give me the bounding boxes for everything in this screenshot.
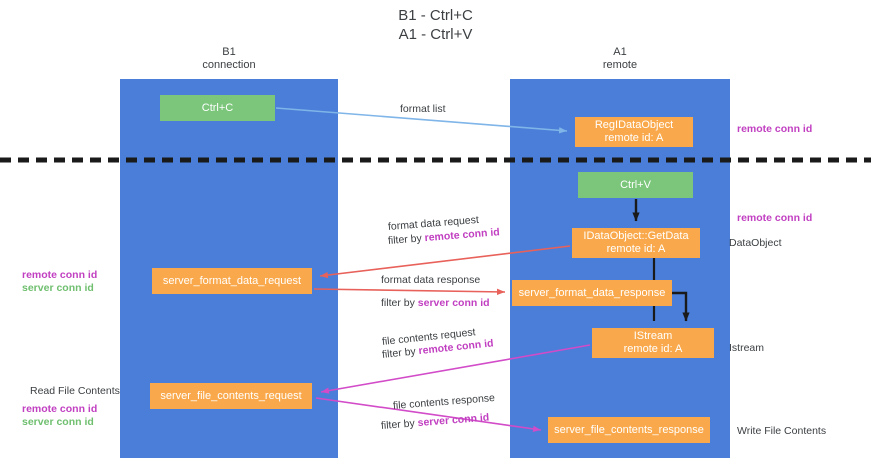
left-label-read-file-contents: Read File Contents <box>30 385 120 397</box>
node-idataobject-getdata[interactable]: IDataObject::GetData remote id: A <box>572 228 700 258</box>
lane-header-a1-name: A1 <box>613 46 627 58</box>
node-server-format-data-request-label: server_format_data_request <box>162 274 302 287</box>
node-ctrl-v[interactable]: Ctrl+V <box>578 172 693 198</box>
lane-header-a1-role: remote <box>602 59 638 71</box>
caption-format-list: format list <box>400 103 446 115</box>
node-reg-idataobject-title: RegIDataObject <box>594 119 674 131</box>
caption-format-data-response-filter: filter by server conn id <box>381 296 490 310</box>
lane-header-b1-name: B1 <box>222 46 236 58</box>
lane-header-b1-role: connection <box>202 59 256 71</box>
caption-file-contents-response-filter: filter by server conn id <box>380 411 490 433</box>
node-ctrl-c-label: Ctrl+C <box>201 101 234 114</box>
caption-format-data-request-filter-prefix: filter by <box>387 232 426 247</box>
left-label-server-conn-id: server conn id <box>22 282 94 294</box>
lane-header-a1: A1 remote <box>530 46 710 72</box>
left-label-remote-conn-id: remote conn id <box>22 269 98 281</box>
caption-format-data-response: format data response <box>381 274 481 286</box>
caption-format-data-response-filter-prefix: filter by <box>381 297 418 309</box>
caption-file-contents-request-filter-prefix: filter by <box>381 345 420 361</box>
node-reg-idataobject-subtitle: remote id: A <box>604 132 664 144</box>
node-server-file-contents-request-label: server_file_contents_request <box>160 389 302 402</box>
node-server-format-data-response[interactable]: server_format_data_response <box>512 280 672 306</box>
title-line-1: B1 - Ctrl+C <box>398 7 473 24</box>
caption-file-contents-response-filter-prefix: filter by <box>380 417 419 432</box>
node-idataobject-getdata-title: IDataObject::GetData <box>583 230 689 242</box>
node-ctrl-v-label: Ctrl+V <box>620 178 651 191</box>
diagram-title: B1 - Ctrl+C A1 - Ctrl+V <box>0 6 871 44</box>
right-label-istream: Istream <box>729 342 765 354</box>
title-line-2: A1 - Ctrl+V <box>398 26 473 43</box>
caption-file-contents-response-filter-key: server conn id <box>417 411 490 430</box>
node-reg-idataobject[interactable]: RegIDataObject remote id: A <box>575 117 693 147</box>
lane-header-b1: B1 connection <box>139 46 319 72</box>
left-label-remote-conn-id-2: remote conn id <box>22 403 98 415</box>
caption-file-contents-response: file contents response <box>392 392 496 412</box>
right-label-remote-conn-id-mid: remote conn id <box>737 212 813 224</box>
node-istream-title: IStream <box>633 330 673 342</box>
node-istream[interactable]: IStream remote id: A <box>592 328 714 358</box>
right-label-dataobject: DataObject <box>729 237 782 249</box>
node-idataobject-getdata-subtitle: remote id: A <box>606 243 666 255</box>
right-label-remote-conn-id-top: remote conn id <box>737 123 813 135</box>
left-label-server-conn-id-2: server conn id <box>22 416 94 428</box>
node-server-file-contents-request[interactable]: server_file_contents_request <box>150 383 312 409</box>
node-server-format-data-response-label: server_format_data_response <box>518 286 666 299</box>
connector-format-data-response <box>313 288 506 296</box>
caption-format-data-response-filter-key: server conn id <box>417 297 490 309</box>
node-server-file-contents-response[interactable]: server_file_contents_response <box>548 417 710 443</box>
node-istream-subtitle: remote id: A <box>623 343 683 355</box>
node-server-format-data-request[interactable]: server_format_data_request <box>152 268 312 294</box>
node-ctrl-c[interactable]: Ctrl+C <box>160 95 275 121</box>
node-server-file-contents-response-label: server_file_contents_response <box>554 423 704 436</box>
right-label-write-file-contents: Write File Contents <box>737 425 827 437</box>
